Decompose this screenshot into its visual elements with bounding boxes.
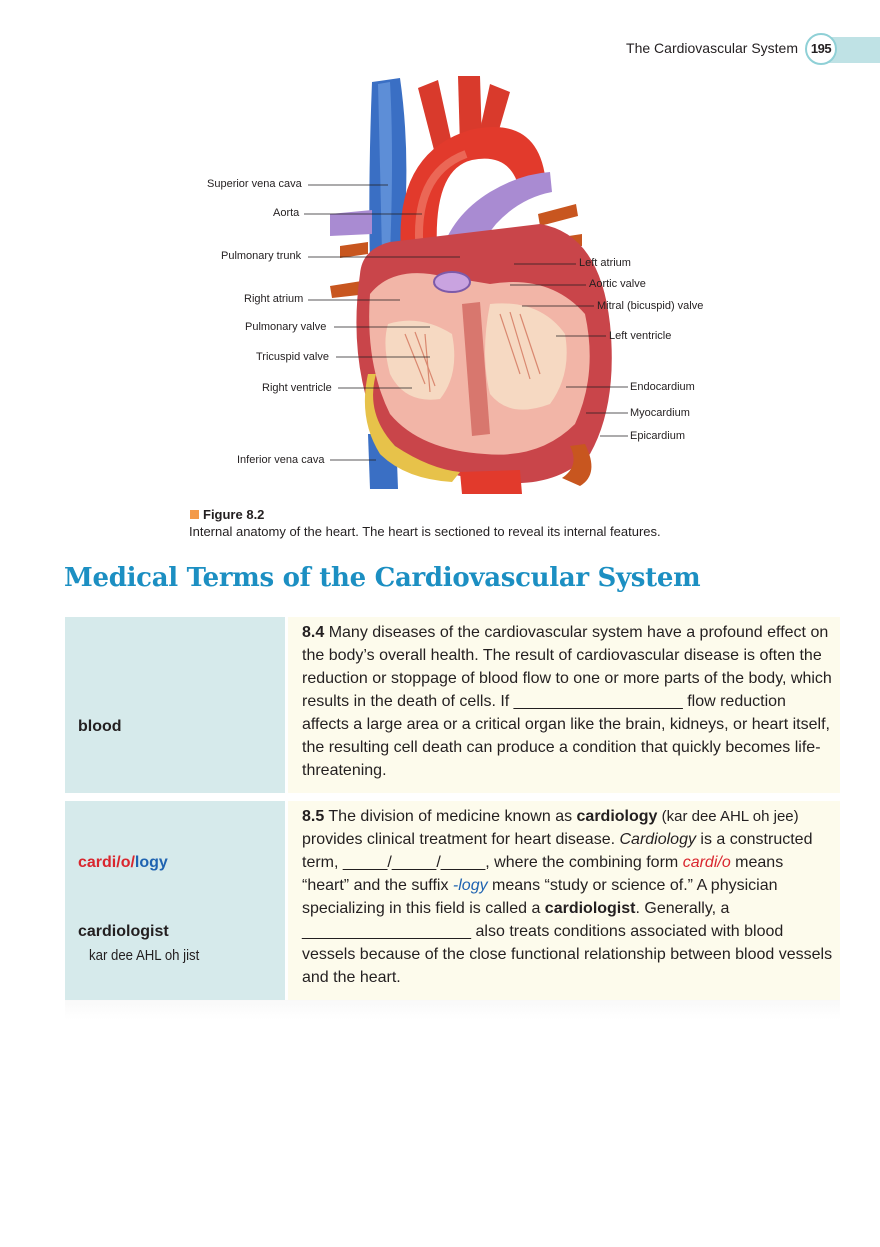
answer-blank[interactable]: ___________________ [513,693,683,710]
frame-text-part: is a constructed term, _____/_____/_____… [302,831,813,871]
label-right-atrium: Right atrium [244,293,304,305]
label-endocardium: Endocardium [630,381,695,393]
page-number: 195 [805,33,837,65]
label-epicardium: Epicardium [630,430,686,442]
term-combining-form: cardi/o/ [78,854,135,871]
suffix: -logy [452,877,488,894]
frame-number: 8.4 [302,624,325,641]
label-pulmonary-valve: Pulmonary valve [245,321,327,333]
label-myocardium: Myocardium [630,407,690,419]
frame-text-part: flow reduction affects a large area or a… [302,693,830,779]
section-heading: Medical Terms of the Cardiovascular Syst… [64,563,701,593]
frame-8-4-term-column: blood [65,617,285,793]
label-superior-vena-cava: Superior vena cava [207,178,302,190]
label-aorta: Aorta [273,207,300,219]
frame-8-4-text-column: 8.4 Many diseases of the cardiovascular … [288,617,840,793]
frame-shadow [65,1000,840,1020]
frame-8-5-term-column: cardi/o/logy cardiologist kar dee AHL oh… [65,801,285,1000]
frame-8-5-text: 8.5 The division of medicine known as ca… [302,805,834,989]
term-cardiology: cardi/o/logy [78,854,168,872]
leader-lines [304,184,628,461]
term-blood: blood [78,718,122,735]
term-pronunciation: kar dee AHL oh jist [89,947,200,964]
label-aortic-valve: Aortic valve [589,278,646,290]
frame-text-part: The division of medicine known as [324,808,577,825]
frame-text-part: means “heart” and the suffix [302,854,784,894]
frame-text-part: means “study or science of.” A physician… [302,877,778,917]
term-cardiologist: cardiologist [78,923,169,940]
frame-text-part: Many diseases of the cardiovascular syst… [302,624,832,710]
label-mitral-valve: Mitral (bicuspid) valve [597,300,704,312]
bold-term: cardiologist [544,900,636,917]
label-left-atrium: Left atrium [579,257,631,269]
label-left-ventricle: Left ventricle [609,330,672,342]
caption-title-text: Figure 8.2 [203,507,265,522]
label-pulmonary-trunk: Pulmonary trunk [221,250,302,262]
figure-caption-text: Internal anatomy of the heart. The heart… [189,524,661,539]
heart-figure: Superior vena cava Aorta Pulmonary trunk… [190,74,750,504]
figure-caption-title: Figure 8.2 [190,507,264,522]
label-inferior-vena-cava: Inferior vena cava [237,454,325,466]
bold-term: cardiology [576,808,658,825]
heart-illustration [330,76,612,494]
italic-term: Cardiology [619,831,696,848]
answer-blank[interactable]: ___________________ [302,923,472,940]
frame-text-part: also treats conditions associated with b… [302,923,833,986]
frame-8-4-text: 8.4 Many diseases of the cardiovascular … [302,621,834,782]
frame-number: 8.5 [302,808,325,825]
frame-8-5-text-column: 8.5 The division of medicine known as ca… [288,801,840,1000]
pronunciation: (kar dee AHL oh jee) [657,808,799,825]
label-tricuspid-valve: Tricuspid valve [256,351,329,363]
frame-text-part: . Generally, a [635,900,730,917]
running-head-title: The Cardiovascular System [626,40,798,56]
label-right-ventricle: Right ventricle [262,382,332,394]
running-head: The Cardiovascular System 195 [0,0,880,100]
term-suffix: logy [134,854,168,871]
frame-text-part: provides clinical treatment for heart di… [302,831,620,848]
combining-form: cardi/o [682,854,731,871]
caption-marker-icon [190,510,199,519]
